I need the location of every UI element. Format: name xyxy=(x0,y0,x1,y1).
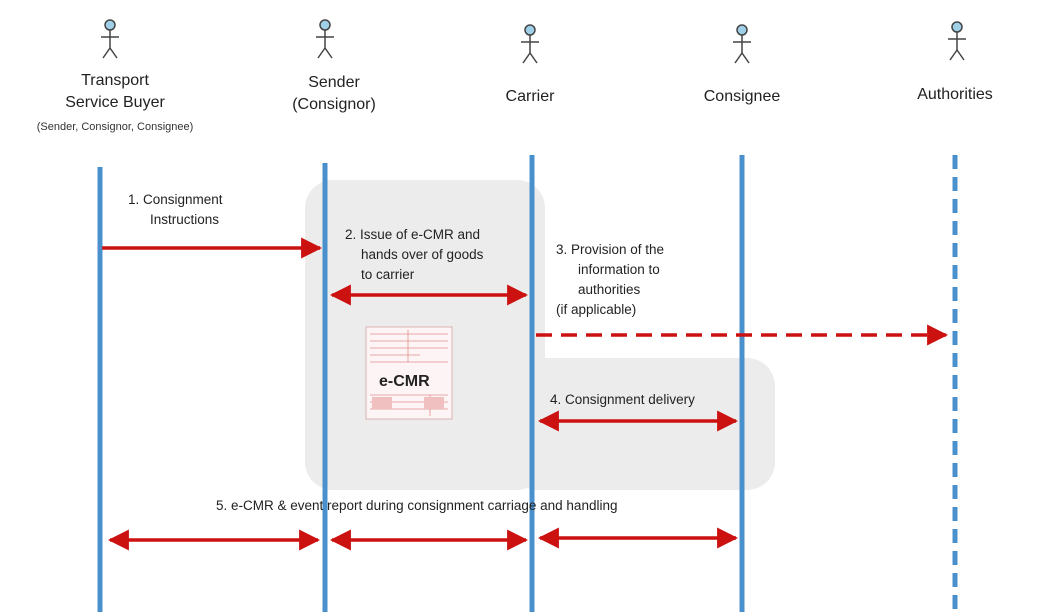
message-label-5: 5. e-CMR & event report during consignme… xyxy=(216,498,618,513)
message-label-4: 4. Consignment delivery xyxy=(550,392,695,407)
actor-icon-sender xyxy=(316,19,334,59)
actor-label-line: Service Buyer xyxy=(65,94,165,111)
actor-icon-buyer xyxy=(101,19,119,59)
ecmr-document-label: e-CMR xyxy=(379,373,430,390)
actor-label-line: Transport xyxy=(81,72,149,89)
actor-label-buyer: Transport Service Buyer xyxy=(65,70,165,114)
message-line: authorities xyxy=(578,282,641,297)
actor-icon-authorities xyxy=(948,21,966,61)
message-line: 3. Provision of the xyxy=(556,242,665,257)
message-line: hands over of goods xyxy=(361,247,484,262)
message-label-1: 1. Consignment Instructions xyxy=(128,190,223,230)
ecmr-document-image xyxy=(365,326,453,420)
message-line: Instructions xyxy=(150,212,220,227)
actor-label-consignee: Consignee xyxy=(703,88,781,105)
actor-label-sender: Sender (Consignor) xyxy=(292,72,376,116)
actor-label-line: (Consignor) xyxy=(292,96,376,113)
actor-sublabel-buyer: (Sender, Consignor, Consignee) xyxy=(36,121,194,133)
actor-icon-consignee xyxy=(733,24,751,64)
message-line: 1. Consignment xyxy=(128,192,223,207)
actor-label-line: Sender xyxy=(308,74,360,91)
message-line: 2. Issue of e-CMR and xyxy=(345,227,481,242)
message-line: to carrier xyxy=(361,267,415,282)
actor-icon-carrier xyxy=(521,24,539,64)
message-label-3: 3. Provision of the information to autho… xyxy=(556,240,664,320)
actor-label-authorities: Authorities xyxy=(917,86,993,103)
highlight-zone-carrier-consignee xyxy=(510,358,775,490)
actor-label-carrier: Carrier xyxy=(505,88,555,105)
message-label-2: 2. Issue of e-CMR and hands over of good… xyxy=(345,225,483,285)
message-line: (if applicable) xyxy=(556,302,637,317)
message-line: information to xyxy=(578,262,660,277)
